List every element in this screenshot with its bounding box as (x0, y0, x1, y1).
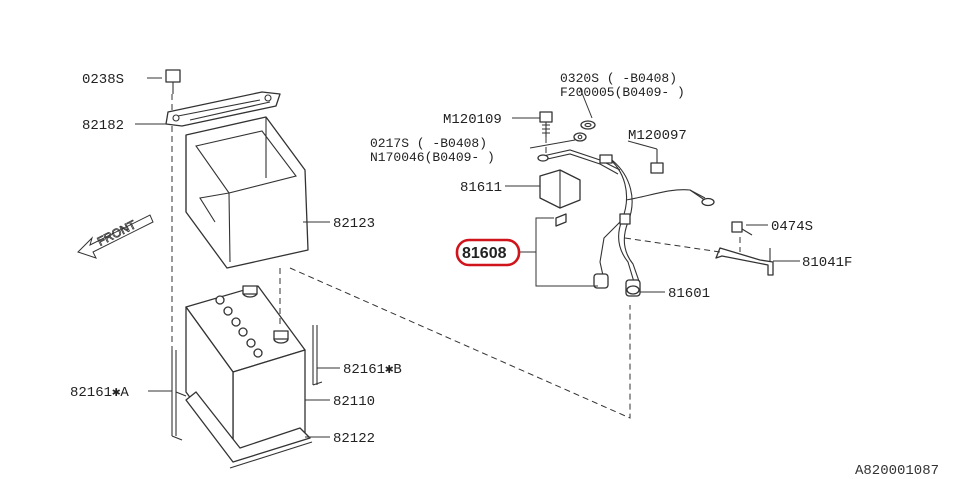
label-81608[interactable]: 81608 (462, 245, 507, 262)
battery-cover-82123[interactable] (185, 116, 309, 269)
nut-0320s[interactable] (580, 120, 596, 130)
washer-0217s[interactable] (573, 132, 587, 142)
battery-82110[interactable] (185, 285, 306, 457)
label-82161b[interactable]: 82161✱B (343, 362, 402, 378)
highlight-outline (455, 238, 521, 267)
label-0320s-line2[interactable]: F200005(B0409- ) (560, 85, 685, 100)
label-0320s-line1[interactable]: 0320S ( -B0408) (560, 71, 677, 86)
label-m120109[interactable]: M120109 (443, 112, 502, 128)
label-82161a[interactable]: 82161✱A (70, 385, 129, 401)
hold-down-bracket-82182[interactable] (165, 91, 281, 127)
highlight-81608[interactable]: 81608 (455, 238, 521, 267)
label-82122[interactable]: 82122 (333, 431, 375, 447)
rod-82161a[interactable] (171, 350, 187, 441)
label-81601[interactable]: 81601 (668, 286, 710, 302)
label-0217s-line2[interactable]: N170046(B0409- ) (370, 150, 495, 165)
bolt-m120097[interactable] (650, 149, 664, 174)
battery-tray-82122[interactable] (185, 391, 313, 469)
label-82123[interactable]: 82123 (333, 216, 375, 232)
rod-82161b[interactable] (312, 325, 323, 386)
bolt-m120109[interactable] (539, 111, 553, 137)
bracket-81041f[interactable] (715, 247, 774, 276)
label-0474s[interactable]: 0474S (771, 219, 813, 235)
label-m120097[interactable]: M120097 (628, 128, 687, 144)
terminal-81601[interactable] (626, 285, 640, 295)
bolt-0474s[interactable] (731, 221, 753, 236)
front-text: FRONT (95, 217, 139, 249)
label-0217s-line1[interactable]: 0217S ( -B0408) (370, 136, 487, 151)
diagram-reference: A820001087 (855, 463, 939, 479)
bolt-0238s[interactable] (165, 69, 181, 94)
front-direction-arrow: FRONT (77, 214, 154, 259)
bracket-81611[interactable] (539, 169, 581, 209)
label-81611[interactable]: 81611 (460, 180, 502, 196)
label-0238s[interactable]: 0238S (82, 72, 124, 88)
label-81041f[interactable]: 81041F (802, 255, 852, 271)
label-82110[interactable]: 82110 (333, 394, 375, 410)
label-82182[interactable]: 82182 (82, 118, 124, 134)
